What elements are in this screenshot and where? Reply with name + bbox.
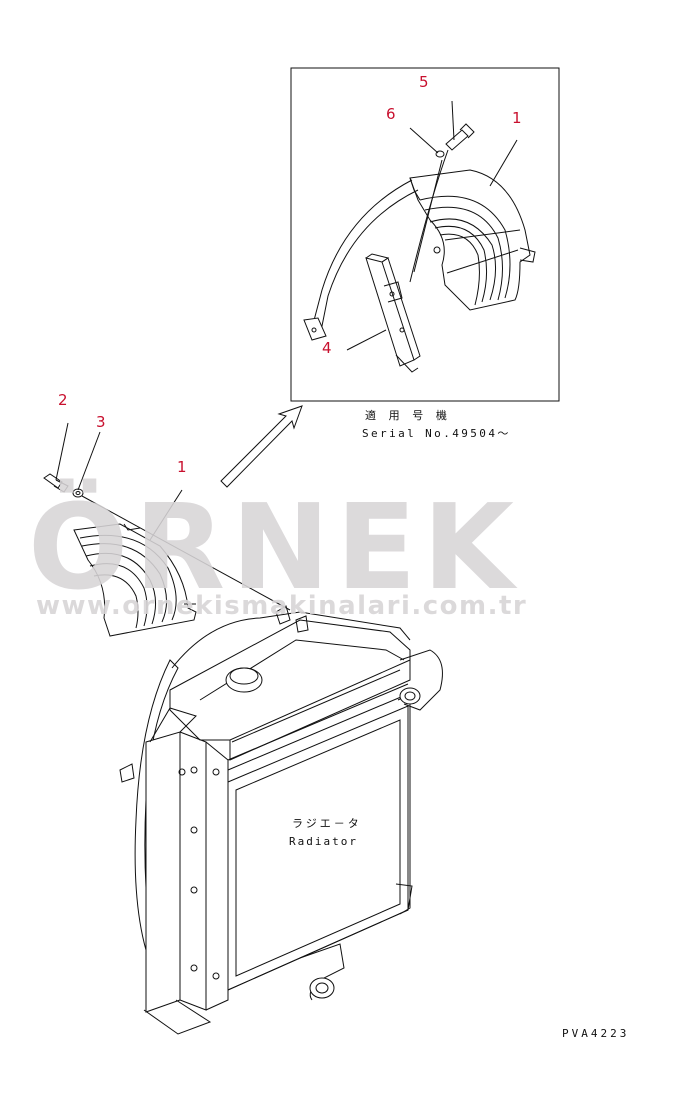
radiator-assembly bbox=[119, 605, 443, 1035]
drawing-code: PVA4223 bbox=[562, 1027, 630, 1040]
callout-2: 2 bbox=[58, 391, 68, 409]
direction-arrow bbox=[220, 405, 303, 488]
watermark-url: www.ornekismakinalari.com.tr bbox=[36, 591, 528, 621]
inset-frame bbox=[290, 67, 560, 402]
main-shroud bbox=[73, 523, 197, 637]
callout-5: 5 bbox=[419, 73, 429, 91]
callout-1-inset: 1 bbox=[512, 109, 522, 127]
serial-label: Serial No.49504～ bbox=[362, 427, 511, 440]
inset-bolt bbox=[435, 123, 475, 158]
callout-1-main: 1 bbox=[177, 458, 187, 476]
inset-shroud bbox=[409, 169, 536, 311]
inset-bracket bbox=[365, 253, 421, 373]
inset-long-bar bbox=[303, 179, 419, 341]
radiator-label-jp: ラジエ－タ bbox=[292, 817, 362, 830]
applicable-model-label: 適 用 号 機 bbox=[365, 409, 450, 422]
watermark-brand: ÖRNEK bbox=[28, 478, 520, 616]
callout-6: 6 bbox=[386, 105, 396, 123]
radiator-label-en: Radiator bbox=[289, 835, 358, 848]
callout-4: 4 bbox=[322, 339, 332, 357]
callout-3: 3 bbox=[96, 413, 106, 431]
